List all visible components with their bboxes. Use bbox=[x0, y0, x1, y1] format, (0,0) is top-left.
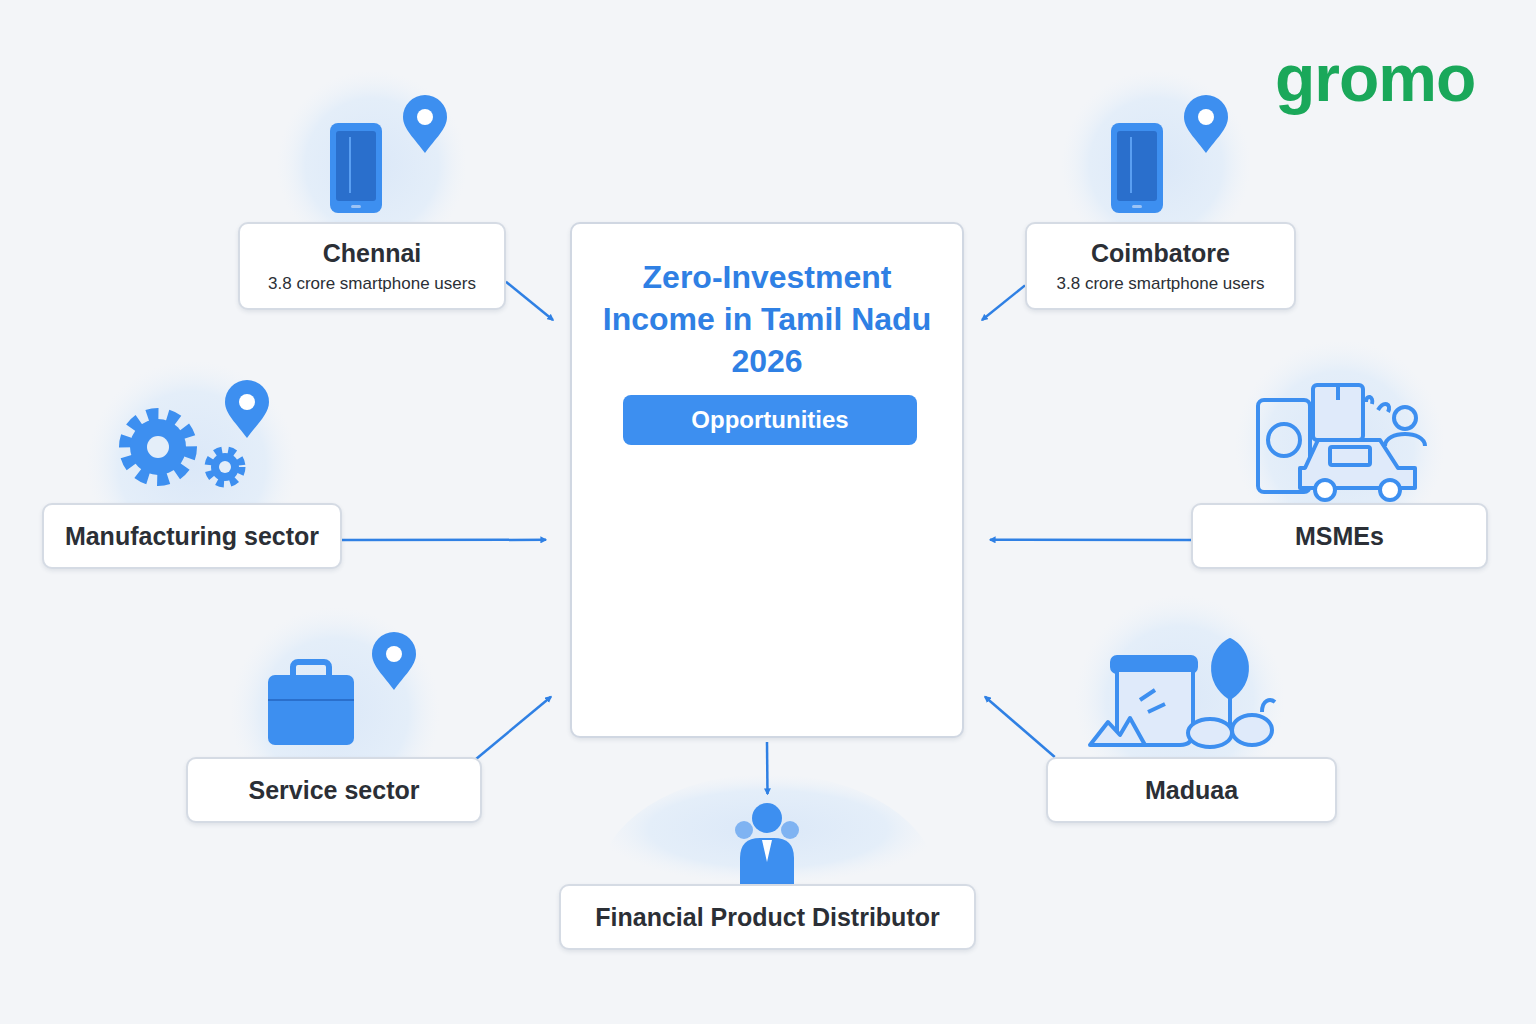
icon-halo bbox=[230, 607, 440, 817]
produce-icon bbox=[1090, 640, 1275, 747]
arrow-connector bbox=[476, 697, 551, 759]
location-pin bbox=[1184, 95, 1228, 153]
box-label: Manufacturing sector bbox=[65, 522, 319, 551]
arrow-connector bbox=[342, 539, 546, 542]
pill-label: Opportunities bbox=[691, 406, 848, 434]
phone-icon bbox=[1111, 123, 1163, 213]
location-pin bbox=[403, 95, 447, 153]
arrow-connector bbox=[506, 282, 553, 320]
role-box: Financial Product Distributor bbox=[559, 884, 976, 950]
gear-icon bbox=[126, 415, 241, 483]
box-label: MSMEs bbox=[1295, 522, 1384, 551]
city-box: Coimbatore 3.8 crore smartphone users bbox=[1025, 222, 1296, 310]
briefcase-icon bbox=[268, 662, 354, 745]
box-sublabel: 3.8 crore smartphone users bbox=[1057, 274, 1265, 294]
sector-box: Service sector bbox=[186, 757, 482, 823]
city-box: Chennai 3.8 crore smartphone users bbox=[238, 222, 506, 310]
brand-logo: gromo bbox=[1275, 40, 1475, 116]
person-icon bbox=[735, 803, 799, 884]
location-pin bbox=[225, 380, 269, 438]
pill-box: Opportunities bbox=[623, 395, 917, 445]
arrow-connector bbox=[985, 697, 1055, 757]
location-pin bbox=[372, 632, 416, 690]
box-label: Coimbatore bbox=[1091, 239, 1230, 268]
center-box: Zero-Investment Income in Tamil Nadu 202… bbox=[570, 222, 964, 738]
box-label: Maduaa bbox=[1145, 776, 1238, 805]
sector-box: MSMEs bbox=[1191, 503, 1488, 569]
box-label: Service sector bbox=[249, 776, 420, 805]
arrow-connector bbox=[990, 539, 1191, 542]
diagram-heading: Zero-Investment Income in Tamil Nadu 202… bbox=[597, 256, 937, 382]
box-sublabel: 3.8 crore smartphone users bbox=[268, 274, 476, 294]
arrow-connector bbox=[982, 285, 1025, 320]
msme-cluster-icon bbox=[1258, 385, 1425, 500]
phone-icon bbox=[330, 123, 382, 213]
sector-box: Manufacturing sector bbox=[42, 503, 342, 569]
sector-box: Maduaa bbox=[1046, 757, 1337, 823]
arrow-connector bbox=[766, 742, 769, 794]
box-label: Chennai bbox=[323, 239, 422, 268]
box-label: Financial Product Distributor bbox=[595, 903, 939, 932]
